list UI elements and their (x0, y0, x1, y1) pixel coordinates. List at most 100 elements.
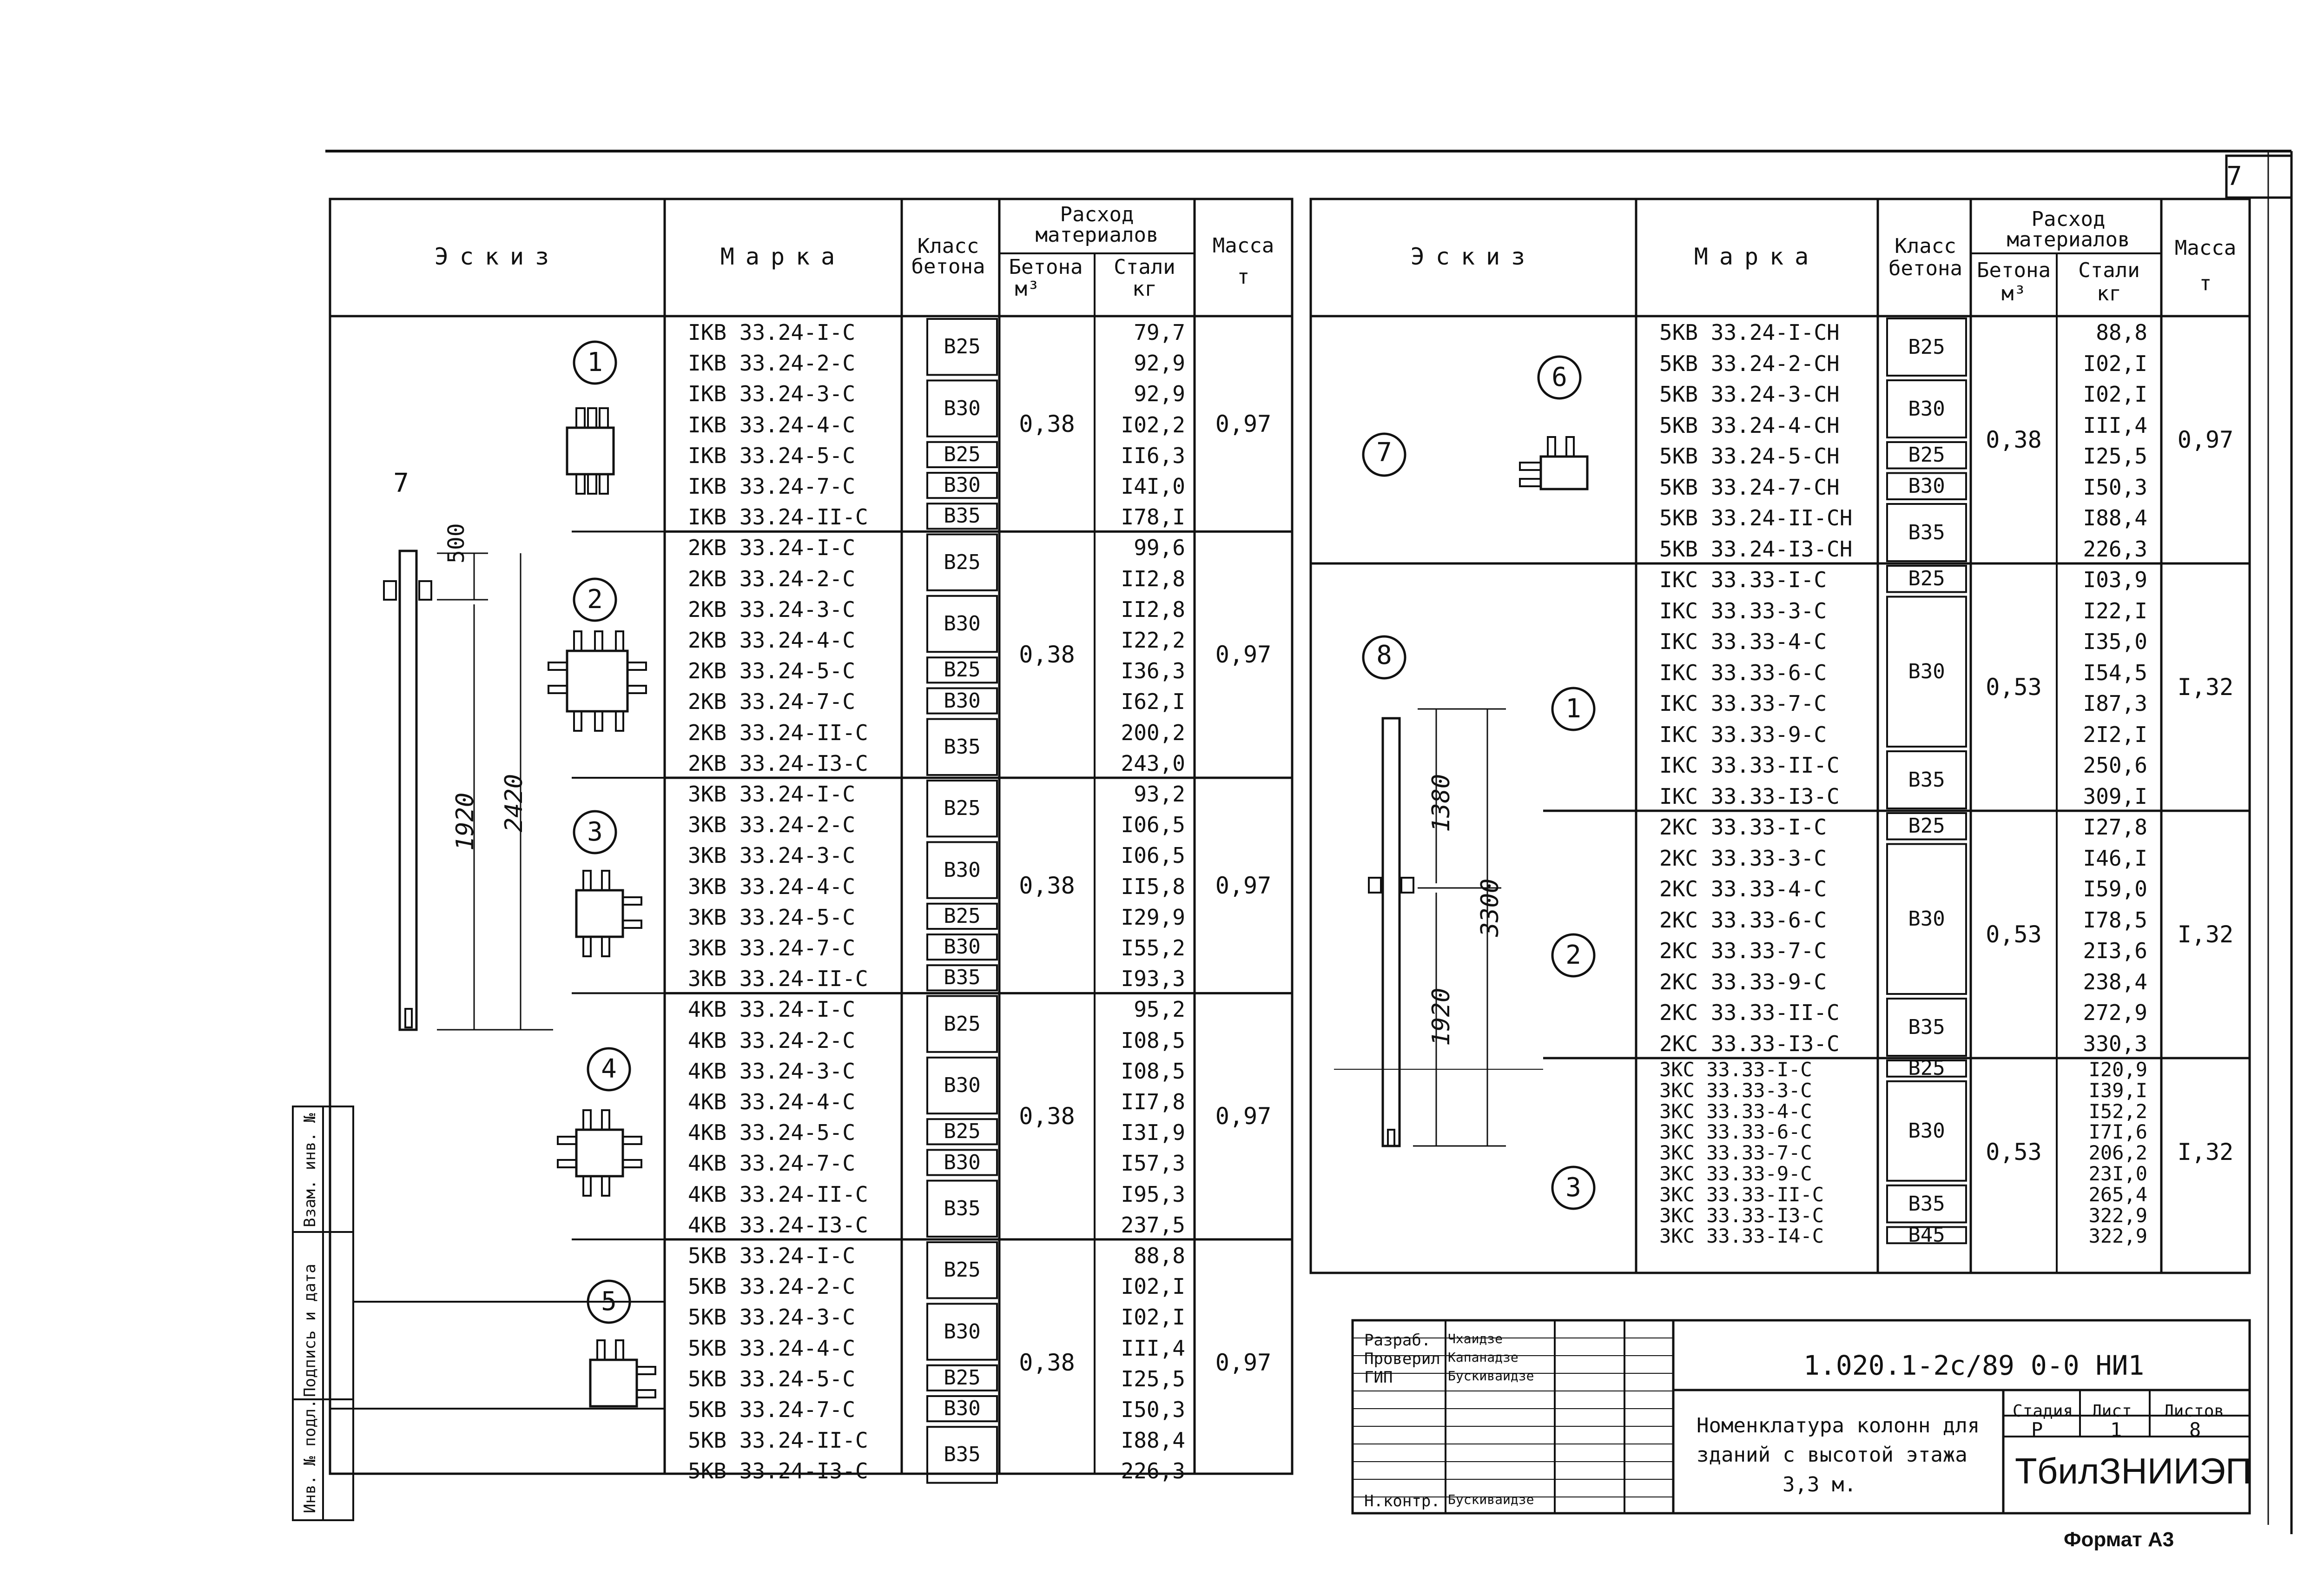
concrete-class-label: B25 (944, 904, 981, 928)
class-cell (926, 441, 998, 468)
table-row-mark: 3KC 33.33-7-C (1659, 1141, 1812, 1165)
table-row-steel: I29,9 (1121, 904, 1185, 930)
right-column8-ref: 8 (1376, 640, 1392, 670)
concrete-class-label: B25 (944, 1365, 981, 1390)
table-row-steel: I22,I (2083, 598, 2147, 623)
table-row-mark: 2KC 33.33-I-C (1659, 814, 1827, 840)
table-row-mark: 2KB 33.24-7-C (688, 689, 856, 715)
stamp-inv-no: Инв. № подл. (301, 1399, 319, 1513)
table-row-mark: IKC 33.33-I3-C (1659, 783, 1840, 809)
table-row-mark: 5KB 33.24-4-CH (1659, 412, 1840, 438)
concrete-class-label: B30 (944, 473, 981, 497)
concrete-class-label: B30 (944, 1397, 981, 1421)
table-row-steel: 23I,0 (2088, 1162, 2147, 1185)
class-cell (926, 533, 998, 591)
class-cell (926, 1426, 998, 1484)
class-cell (926, 995, 998, 1053)
concrete-class-label: B25 (944, 1258, 981, 1282)
table-row-steel: 92,9 (1134, 351, 1185, 376)
plan-stud (1519, 478, 1542, 487)
tb-role-ncontrol: Н.контр. (1364, 1492, 1440, 1510)
table-row-steel: 272,9 (2083, 1000, 2147, 1025)
table-row-steel: I36,3 (1121, 658, 1185, 684)
group-ref-number: 5 (601, 1286, 617, 1317)
table-row-steel: I20,9 (2088, 1058, 2147, 1081)
plan-view-6 (1539, 455, 1589, 490)
table-row-steel: I22,2 (1121, 628, 1185, 653)
tb-sheets-label: Листов (2164, 1402, 2225, 1421)
column-mass: 0,97 (1215, 410, 1272, 437)
table-row-mark: 5KB 33.24-7-CH (1659, 474, 1840, 500)
table-row-mark: 5KB 33.24-4-C (688, 1335, 856, 1361)
group-ref-circle (573, 577, 617, 622)
class-cell (926, 1241, 998, 1299)
table-row-mark: 3KC 33.33-4-C (1659, 1099, 1812, 1123)
left-column-foot (404, 1008, 413, 1028)
table-row-steel: 200,2 (1121, 720, 1185, 745)
concrete-class-label: B30 (944, 858, 981, 882)
concrete-class-label: B30 (1908, 907, 1945, 931)
plan-stud (601, 936, 610, 957)
table-row-mark: 2KB 33.24-2-C (688, 566, 856, 591)
table-row-mark: IKB 33.24-3-C (688, 381, 856, 407)
table-row-mark: 4KB 33.24-3-C (688, 1058, 856, 1084)
table-row-steel: II5,8 (1121, 874, 1185, 899)
table-row-mark: 2KC 33.33-II-C (1659, 1000, 1840, 1025)
plan-stud (587, 473, 597, 495)
table-row-steel: 2I2,I (2083, 722, 2147, 747)
table-row-mark: 2KC 33.33-9-C (1659, 969, 1827, 994)
concrete-class-label: B35 (944, 735, 981, 759)
table-row-mark: 2KC 33.33-7-C (1659, 938, 1827, 963)
class-cell (1886, 318, 1967, 377)
table-row-mark: 4KB 33.24-2-C (688, 1027, 856, 1053)
concrete-volume: 0,38 (1019, 1103, 1075, 1130)
concrete-class-label: B30 (1908, 474, 1945, 498)
table-row-steel: I46,I (2083, 845, 2147, 871)
left-column-shaft (398, 550, 418, 1031)
group-ref-circle (1551, 687, 1596, 731)
plan-stud (575, 473, 586, 495)
format-label: Формат А3 (2064, 1528, 2174, 1551)
class-cell (1886, 472, 1967, 500)
class-cell (926, 1179, 998, 1238)
concrete-class-label: B25 (1908, 1056, 1945, 1080)
class-cell (926, 379, 998, 437)
table-row-steel: I35,0 (2083, 629, 2147, 654)
plan-stud (599, 407, 609, 429)
table-row-mark: 2KC 33.33-3-C (1659, 845, 1827, 871)
plan-stud (622, 1159, 642, 1168)
table-row-mark: 5KB 33.24-2-C (688, 1274, 856, 1299)
table-row-mark: IKB 33.24-7-C (688, 474, 856, 499)
sheet-number: 7 (2226, 161, 2242, 192)
class-cell (1886, 596, 1967, 748)
class-cell (1886, 1059, 1967, 1078)
stamp-replace-inv: Взам. инв. № (301, 1113, 319, 1227)
plan-stud (1565, 436, 1575, 457)
table-row-steel: I55,2 (1121, 935, 1185, 960)
class-cell (1886, 998, 1967, 1057)
class-cell (926, 595, 998, 653)
class-cell (926, 964, 998, 992)
header-mark-left: Марка (720, 243, 846, 270)
table-row-mark: 4KB 33.24-I3-C (688, 1212, 868, 1238)
header-consumption-left-1: Расход (1060, 203, 1134, 226)
title-block-frame (1351, 1319, 2251, 1515)
table-row-mark: 5KB 33.24-I3-C (688, 1458, 868, 1484)
plan-stud (627, 685, 647, 694)
left-table-frame (329, 198, 1294, 1475)
table-row-mark: 4KB 33.24-II-C (688, 1181, 868, 1207)
concrete-class-label: B30 (1908, 1119, 1945, 1143)
table-row-mark: 5KB 33.24-3-C (688, 1305, 856, 1330)
class-cell (926, 1364, 998, 1392)
plan-stud (601, 1175, 610, 1197)
header-class-right-1: Класс (1895, 234, 1956, 258)
dim-1380: 1380 (1427, 774, 1455, 832)
group-ref-circle (1551, 1165, 1596, 1210)
left-column-ref: 7 (393, 468, 409, 498)
plan-stud (557, 1159, 577, 1168)
class-cell (1886, 812, 1967, 841)
table-row-mark: IKC 33.33-4-C (1659, 629, 1827, 654)
table-row-mark: IKC 33.33-6-C (1659, 660, 1827, 685)
concrete-class-label: B30 (1908, 397, 1945, 421)
